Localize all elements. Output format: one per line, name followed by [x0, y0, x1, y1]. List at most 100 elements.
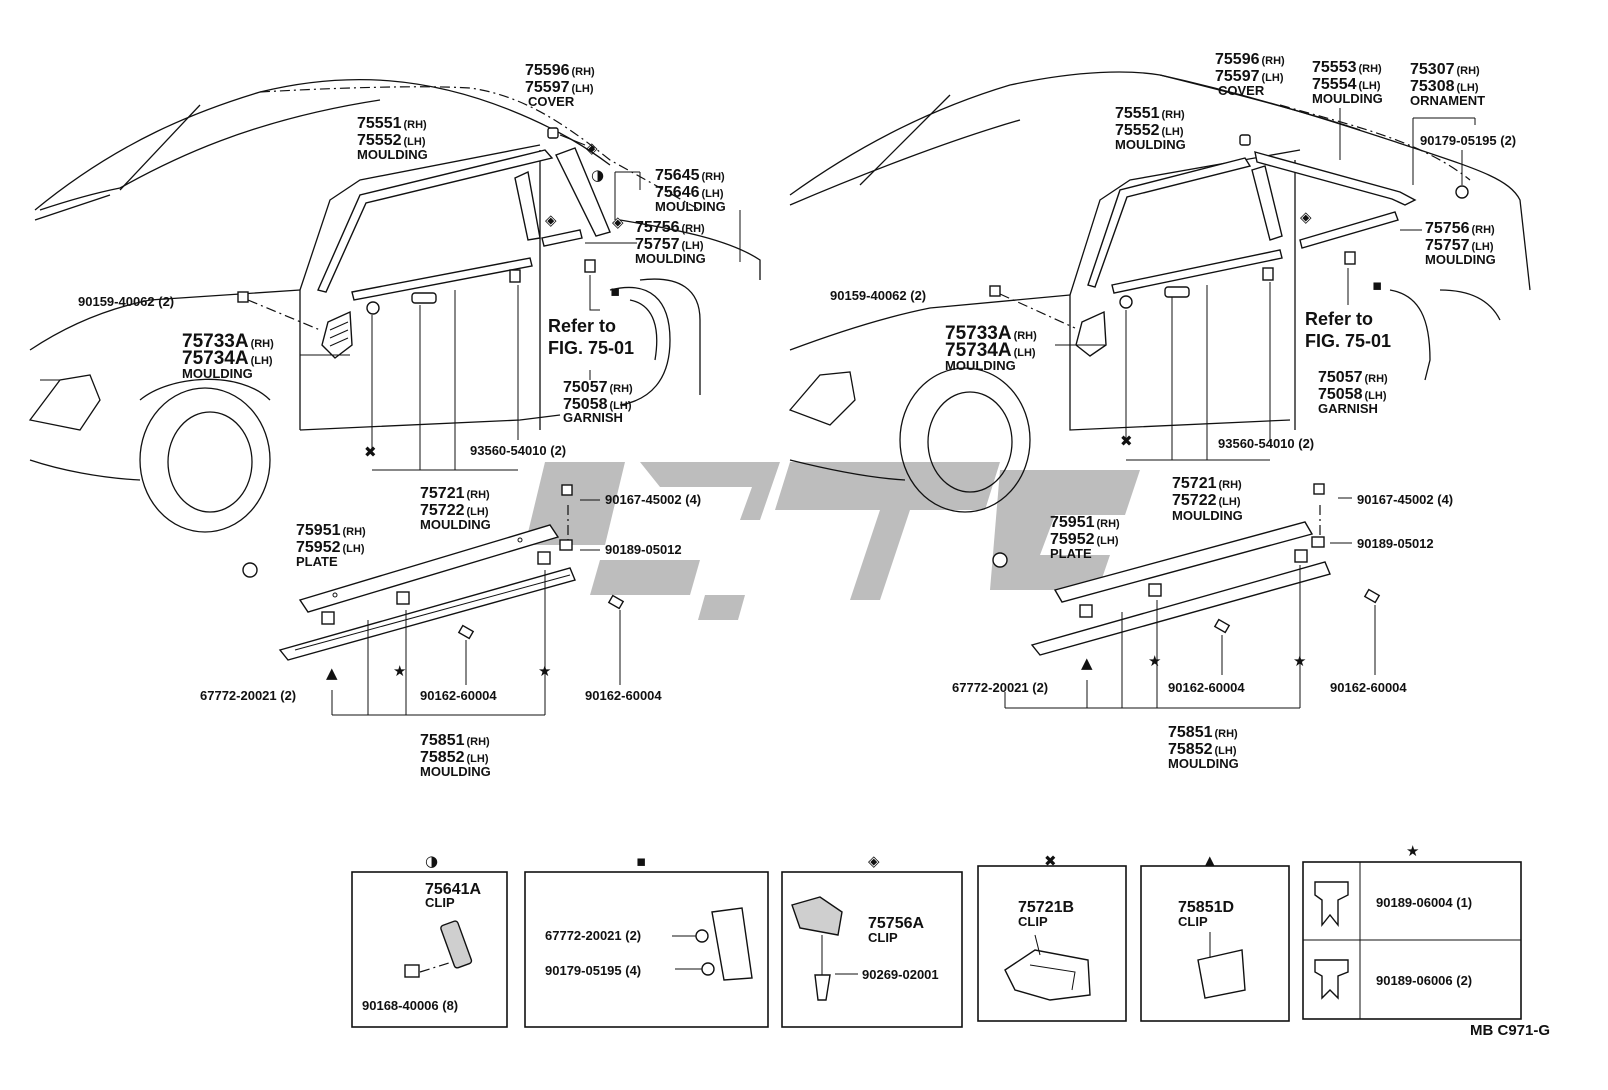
svg-text:75596(RH): 75596(RH)	[1215, 51, 1285, 68]
svg-text:MOULDING: MOULDING	[635, 251, 706, 266]
svg-text:PLATE: PLATE	[296, 554, 338, 569]
svg-text:75852(LH): 75852(LH)	[1168, 741, 1237, 758]
svg-text:90168-40006 (8): 90168-40006 (8)	[362, 998, 458, 1013]
svg-text:75851(RH): 75851(RH)	[420, 732, 490, 749]
svg-text:▲: ▲	[326, 664, 338, 682]
svg-text:75307(RH): 75307(RH)	[1410, 61, 1480, 78]
svg-text:75952(LH): 75952(LH)	[296, 539, 365, 556]
svg-text:MOULDING: MOULDING	[1168, 756, 1239, 771]
svg-text:75734A(LH): 75734A(LH)	[945, 340, 1036, 361]
left-rocker-clips	[242, 484, 625, 640]
svg-text:★: ★	[1148, 652, 1161, 670]
svg-text:★: ★	[393, 662, 406, 680]
svg-text:90162-60004: 90162-60004	[420, 688, 497, 703]
svg-text:75058(LH): 75058(LH)	[563, 396, 632, 413]
svg-text:75721(RH): 75721(RH)	[1172, 475, 1242, 492]
left-cover-name: COVER	[528, 94, 575, 109]
svg-text:Refer to: Refer to	[1305, 309, 1373, 329]
svg-text:75596(RH): 75596(RH)	[525, 62, 595, 79]
svg-text:90162-60004: 90162-60004	[1168, 680, 1245, 695]
svg-text:75057(RH): 75057(RH)	[1318, 369, 1388, 386]
left-labels: 75596(RH) 75597(LH) COVER 75551(RH) 7555…	[78, 62, 726, 779]
svg-text:◈: ◈	[1300, 208, 1312, 226]
right-small-parts	[989, 134, 1469, 329]
svg-text:75733A(RH): 75733A(RH)	[182, 331, 274, 352]
svg-text:67772-20021 (2): 67772-20021 (2)	[545, 928, 641, 943]
svg-text:75851D: 75851D	[1178, 899, 1234, 916]
left-pillar-moulding	[514, 147, 611, 241]
right-car-body	[788, 71, 1531, 513]
svg-text:75951(RH): 75951(RH)	[296, 522, 366, 539]
svg-text:COVER: COVER	[1218, 83, 1265, 98]
left-leaders	[300, 134, 741, 551]
right-moulding-roof	[1087, 157, 1252, 288]
svg-text:ORNAMENT: ORNAMENT	[1410, 93, 1485, 108]
svg-text:▪: ▪	[610, 282, 620, 300]
svg-text:90159-40062 (2): 90159-40062 (2)	[830, 288, 926, 303]
svg-text:67772-20021 (2): 67772-20021 (2)	[952, 680, 1048, 695]
svg-text:✖: ✖	[1120, 432, 1133, 450]
svg-text:Refer to: Refer to	[548, 316, 616, 336]
detail-triangle: ▲ 75851D CLIP	[1140, 852, 1290, 1022]
left-car-body	[28, 79, 761, 533]
svg-text:75552(LH): 75552(LH)	[1115, 122, 1184, 139]
svg-text:75722(LH): 75722(LH)	[420, 502, 489, 519]
svg-text:MOULDING: MOULDING	[420, 517, 491, 532]
svg-text:75852(LH): 75852(LH)	[420, 749, 489, 766]
svg-text:▲: ▲	[1081, 654, 1093, 672]
right-moulding-top	[1254, 151, 1417, 206]
svg-text:★: ★	[1406, 842, 1419, 860]
svg-text:75551(RH): 75551(RH)	[357, 115, 427, 132]
svg-text:MOULDING: MOULDING	[1172, 508, 1243, 523]
left-moulding-roof	[317, 149, 554, 293]
svg-text:75552(LH): 75552(LH)	[357, 132, 426, 149]
svg-text:75722(LH): 75722(LH)	[1172, 492, 1241, 509]
svg-text:90167-45002 (4): 90167-45002 (4)	[605, 492, 701, 507]
left-symbols: ✖ ▲ ★ ★ ◈ ◑ ◈ ◈ ▪	[326, 139, 624, 682]
right-symbols: ✖ ▲ ★ ★ ◈ ▪	[1081, 208, 1382, 672]
svg-text:75646(LH): 75646(LH)	[655, 184, 724, 201]
right-lower-leaders	[1004, 565, 1376, 709]
svg-text:◑: ◑	[425, 852, 438, 870]
svg-text:GARNISH: GARNISH	[563, 410, 623, 425]
svg-text:MOULDING: MOULDING	[182, 366, 253, 381]
figure-code: MB C971-G	[1470, 1022, 1550, 1039]
left-fender-moulding	[321, 310, 353, 359]
left-rocker-moulding	[278, 567, 576, 661]
left-lower-leaders	[331, 570, 621, 716]
svg-text:75058(LH): 75058(LH)	[1318, 386, 1387, 403]
svg-text:MOULDING: MOULDING	[357, 147, 428, 162]
svg-text:75756(RH): 75756(RH)	[635, 219, 705, 236]
right-fender-moulding	[1075, 310, 1107, 357]
svg-text:GARNISH: GARNISH	[1318, 401, 1378, 416]
svg-text:75757(LH): 75757(LH)	[1425, 237, 1494, 254]
detail-cross: ✖ 75721B CLIP	[977, 852, 1127, 1022]
svg-text:75641A: 75641A	[425, 881, 481, 898]
left-plate	[298, 524, 560, 613]
svg-text:90269-02001: 90269-02001	[862, 967, 939, 982]
right-belt-moulding	[1111, 211, 1399, 294]
left-refer-box	[609, 286, 671, 406]
svg-text:CLIP: CLIP	[1178, 914, 1208, 929]
svg-text:✖: ✖	[364, 443, 377, 461]
svg-text:75951(RH): 75951(RH)	[1050, 514, 1120, 531]
svg-text:90162-60004: 90162-60004	[1330, 680, 1407, 695]
svg-text:75952(LH): 75952(LH)	[1050, 531, 1119, 548]
detail-half-circle: ◑ 75641A CLIP 90168-40006 (8)	[351, 852, 508, 1028]
svg-text:FIG. 75-01: FIG. 75-01	[548, 338, 634, 358]
svg-text:75851(RH): 75851(RH)	[1168, 724, 1238, 741]
svg-text:◈: ◈	[868, 852, 880, 870]
svg-text:CLIP: CLIP	[868, 930, 898, 945]
right-rocker-clips	[992, 483, 1381, 634]
svg-text:75721B: 75721B	[1018, 899, 1074, 916]
watermark-logo	[525, 462, 1140, 620]
svg-text:75597(LH): 75597(LH)	[525, 79, 594, 96]
svg-text:◈: ◈	[545, 211, 557, 229]
right-pillar	[1251, 165, 1283, 241]
left-bolt-front: 90159-40062 (2)	[78, 294, 174, 309]
svg-text:90167-45002 (4): 90167-45002 (4)	[1357, 492, 1453, 507]
svg-text:MOULDING: MOULDING	[1312, 91, 1383, 106]
svg-text:FIG. 75-01: FIG. 75-01	[1305, 331, 1391, 351]
detail-squares: ▪ 67772-20021 (2) 90179-05195 (4)	[524, 852, 769, 1028]
svg-text:75721(RH): 75721(RH)	[420, 485, 490, 502]
